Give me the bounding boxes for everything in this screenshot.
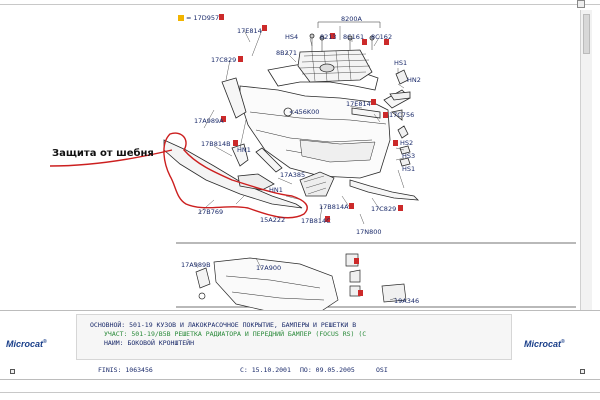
tow-cover bbox=[283, 107, 293, 117]
marker-17b814c bbox=[325, 216, 330, 222]
callout-hs1-lower[interactable]: HS1 bbox=[402, 165, 416, 173]
vertical-scrollbar[interactable] bbox=[580, 10, 592, 310]
marker-8c161 bbox=[362, 39, 367, 45]
top-frame-line bbox=[0, 4, 600, 5]
callout-hs1-top[interactable]: HS1 bbox=[394, 59, 408, 67]
callout-17a385[interactable]: 17A385 bbox=[280, 171, 306, 179]
marker-17d957 bbox=[219, 14, 224, 20]
callout-8c161[interactable]: 8C161 bbox=[343, 33, 365, 41]
info-osi: OSI bbox=[376, 366, 388, 374]
scrollbar-thumb[interactable] bbox=[583, 14, 590, 54]
microcat-logo-right: Microcat® bbox=[524, 339, 565, 349]
callout-17n800[interactable]: 17N800 bbox=[356, 228, 382, 236]
right-bracket-upper bbox=[351, 107, 381, 119]
callout-17e814-top[interactable]: 17E814 bbox=[237, 27, 262, 35]
info-from-date: С: 15.10.2001 bbox=[240, 366, 291, 374]
grille-logo bbox=[319, 63, 335, 73]
fog-insert-left bbox=[237, 173, 275, 191]
callout-hn1-upper[interactable]: HN1 bbox=[237, 146, 251, 154]
red-pointer-line bbox=[49, 149, 173, 167]
legend-ref-label: = 17D957 bbox=[186, 14, 220, 22]
marker-lower-1 bbox=[354, 258, 359, 264]
callout-19a346[interactable]: 19A346 bbox=[394, 297, 420, 305]
panel-corner-icon-right[interactable] bbox=[580, 369, 585, 374]
callout-17b814c[interactable]: 17B814C bbox=[301, 217, 331, 225]
window-control-icon[interactable] bbox=[577, 0, 585, 8]
callout-17b814a[interactable]: 17B814A bbox=[319, 203, 349, 211]
marker-17e814-top bbox=[262, 25, 267, 31]
callout-hn2[interactable]: HN2 bbox=[407, 76, 421, 84]
callout-17a989b[interactable]: 17A989B bbox=[181, 261, 211, 269]
marker-17c829-left bbox=[238, 56, 243, 62]
callout-17e814-mid[interactable]: 17E814 bbox=[346, 100, 371, 108]
left-bracket bbox=[221, 77, 247, 119]
info-finis: FINIS: 1063456 bbox=[98, 366, 153, 374]
marker-17c756 bbox=[383, 112, 388, 118]
callout-17b814b[interactable]: 17B814B bbox=[201, 140, 231, 148]
callout-hs3[interactable]: HS3 bbox=[402, 152, 416, 160]
callout-456k00[interactable]: <456K00 bbox=[289, 108, 320, 116]
callout-17c756[interactable]: 17C756 bbox=[389, 111, 415, 119]
marker-8213 bbox=[330, 33, 335, 39]
red-highlight-outline bbox=[163, 132, 308, 219]
marker-17c829-right bbox=[398, 205, 403, 211]
callout-8200a[interactable]: 8200A bbox=[341, 15, 362, 23]
info-line-main: ОСНОВНОЙ: 501-19 КУЗОВ И ЛАКОКРАСОЧНОЕ П… bbox=[90, 321, 357, 329]
marker-17b814a bbox=[349, 203, 354, 209]
fog-insert-right bbox=[299, 171, 335, 197]
callout-17c829-left[interactable]: 17C829 bbox=[211, 56, 237, 64]
callout-8c162[interactable]: 8C162 bbox=[371, 33, 393, 41]
bracket-hn1 bbox=[231, 143, 249, 167]
microcat-logo-left: Microcat® bbox=[6, 339, 47, 349]
info-line-name: НАИМ: БОКОВОЙ КРОНШТЕЙН bbox=[104, 339, 195, 347]
legend-marker-icon bbox=[178, 15, 184, 21]
callout-8213[interactable]: 8213 bbox=[320, 33, 337, 41]
info-panel-inner bbox=[76, 314, 512, 360]
right-strip bbox=[349, 179, 420, 201]
marker-8c162 bbox=[384, 39, 389, 45]
bottom-frame-line bbox=[0, 392, 600, 393]
marker-17e814-mid bbox=[371, 99, 376, 105]
callout-8b271[interactable]: 8B271 bbox=[276, 49, 298, 57]
callout-17b769[interactable]: 17B769 bbox=[198, 208, 224, 216]
callout-hs4[interactable]: HS4 bbox=[285, 33, 299, 41]
annotation-stone-guard: Защита от шебня bbox=[52, 148, 154, 159]
callout-17c829-right[interactable]: 17C829 bbox=[371, 205, 397, 213]
fastener-group bbox=[345, 253, 361, 297]
panel-corner-icon-left[interactable] bbox=[10, 369, 15, 374]
second-bumper-clip bbox=[195, 267, 211, 289]
marker-hs2 bbox=[393, 140, 398, 146]
info-line-section: УЧАСТ: 501-19/B5B РЕШЕТКА РАДИАТОРА И ПЕ… bbox=[104, 330, 367, 338]
callout-hs2[interactable]: HS2 bbox=[400, 139, 414, 147]
lower-lip-spoiler bbox=[163, 139, 303, 209]
callout-17a989a[interactable]: 17A989A bbox=[194, 117, 224, 125]
info-to-date: ПО: 09.05.2005 bbox=[300, 366, 355, 374]
marker-17a989a bbox=[221, 116, 226, 122]
grille-mesh bbox=[297, 49, 373, 83]
callout-17a900[interactable]: 17A900 bbox=[256, 264, 282, 272]
marker-lower-2 bbox=[358, 290, 363, 296]
marker-17b814b bbox=[233, 140, 238, 146]
callout-hn1-lower[interactable]: HN1 bbox=[269, 186, 283, 194]
second-bumper-cover bbox=[213, 257, 339, 315]
callout-15a222[interactable]: 15A222 bbox=[260, 216, 286, 224]
bracket-17a385 bbox=[255, 147, 283, 173]
